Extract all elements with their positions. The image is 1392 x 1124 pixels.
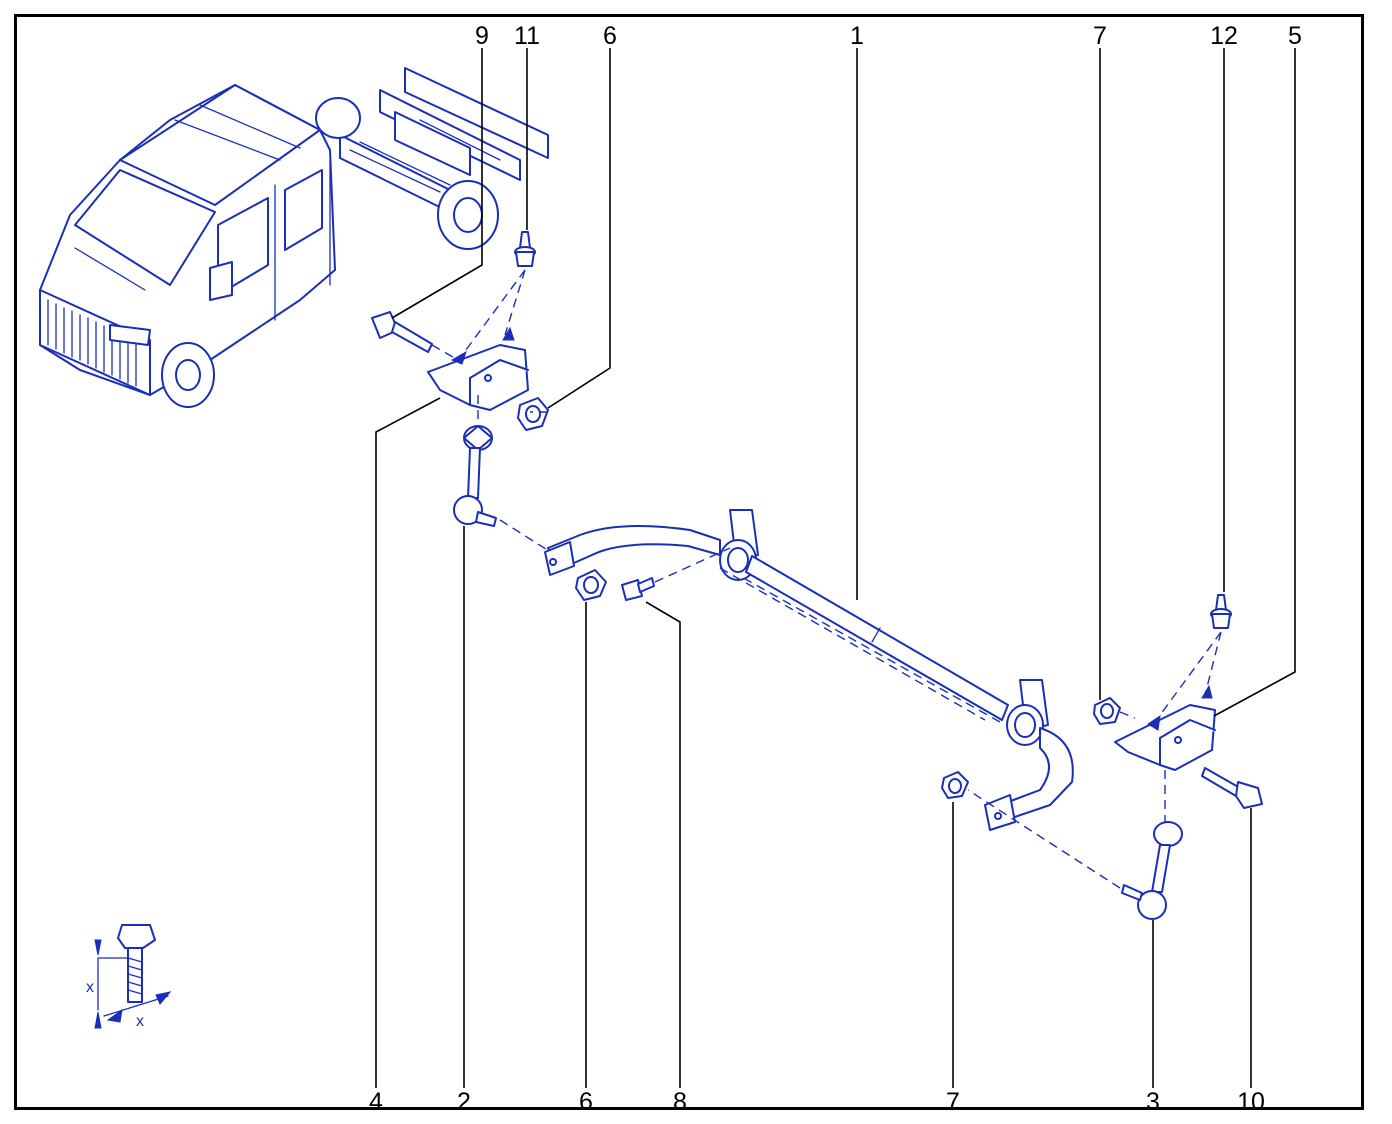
right-bracket-assembly [941, 594, 1263, 920]
bolt-8 [621, 577, 655, 601]
nut-7-lower [941, 771, 969, 799]
callout-3: 3 [1146, 1088, 1160, 1116]
callout-6-top: 6 [603, 22, 617, 50]
callout-12: 12 [1210, 22, 1238, 50]
bolt-9 [371, 311, 433, 353]
callout-7-bottom: 7 [946, 1088, 960, 1116]
bracket-5 [1114, 704, 1216, 771]
callout-9: 9 [475, 22, 489, 50]
callouts-bottom: 4 2 6 8 7 3 10 [369, 1088, 1265, 1116]
callout-1: 1 [850, 22, 864, 50]
left-bracket-assembly [371, 231, 561, 559]
x-dimension-label-1: x [86, 979, 94, 996]
bolt-12 [1210, 594, 1232, 629]
nut-6-lower [575, 569, 607, 601]
x-dimension-label-2: x [136, 1013, 144, 1030]
callout-5: 5 [1288, 22, 1302, 50]
callout-7-top: 7 [1093, 22, 1107, 50]
link-rod-2 [453, 425, 497, 527]
callout-2: 2 [457, 1088, 471, 1116]
tightening-symbol: x x [86, 924, 172, 1030]
nut-7-upper [1093, 697, 1121, 725]
callout-4: 4 [369, 1088, 383, 1116]
bolt-11 [514, 231, 536, 267]
callout-8: 8 [673, 1088, 687, 1116]
bolt-10 [1201, 767, 1263, 809]
bracket-4 [427, 344, 529, 411]
callouts-top: 9 11 6 1 7 12 5 [475, 22, 1302, 50]
callout-10: 10 [1237, 1088, 1265, 1116]
nut-6-upper [517, 397, 549, 431]
link-rod-3 [1121, 821, 1183, 920]
callout-11: 11 [514, 22, 540, 50]
anti-roll-bar-1 [544, 509, 1074, 831]
vehicle-illustration [39, 67, 549, 408]
callout-6-bottom: 6 [579, 1088, 593, 1116]
leader-lines [375, 48, 1296, 1088]
